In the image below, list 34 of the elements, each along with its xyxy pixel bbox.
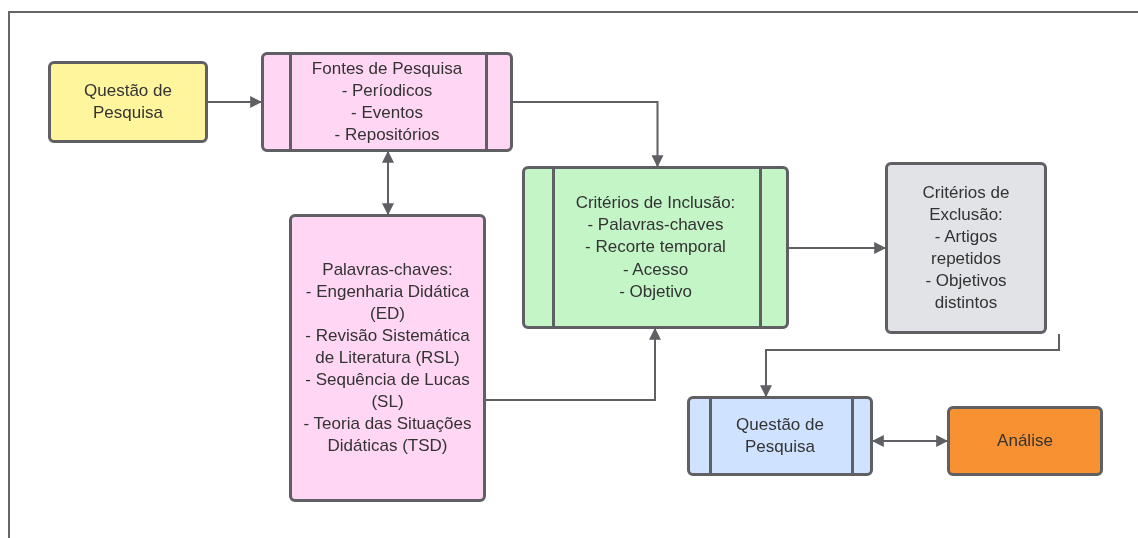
node-text: - Objetivos distintos — [924, 270, 1008, 315]
node-text: - Períodicos — [341, 79, 433, 102]
arrow — [788, 242, 887, 254]
process-box — [48, 61, 208, 143]
subprocess-box — [687, 396, 873, 476]
subprocess-box — [522, 166, 789, 329]
process-box — [885, 162, 1047, 334]
node-text: - Revisão Sistemática de Literatura (RSL) — [304, 324, 471, 369]
process-box — [289, 214, 486, 502]
node-text: - Palavras-chaves — [587, 214, 724, 237]
node-text: Palavras-chaves: — [322, 258, 453, 281]
node-text: - Teoria das Situações Didáticas (TSD) — [302, 413, 473, 458]
arrow — [760, 333, 1060, 398]
process-box — [947, 406, 1103, 476]
node-text: - Engenharia Didática (ED) — [304, 280, 471, 325]
arrow — [485, 327, 661, 401]
arrow — [382, 150, 394, 216]
node-text: - Acesso — [622, 258, 689, 281]
node-text: Critérios de Exclusão: — [921, 181, 1011, 226]
arrow — [871, 435, 949, 447]
node-text: - Objetivo — [619, 280, 692, 303]
node-text: - Eventos — [351, 102, 423, 124]
arrow — [512, 101, 664, 168]
node-text: Questão de Pesquisa — [83, 79, 173, 124]
node-text: Questão de Pesquisa — [735, 413, 825, 458]
node-text: Fontes de Pesquisa — [311, 57, 463, 80]
node-text: Critérios de Inclusão: — [575, 192, 736, 215]
node-text: - Recorte temporal — [585, 236, 726, 259]
subprocess-box — [261, 52, 513, 152]
arrow — [207, 96, 263, 108]
node-text: - Repositórios — [334, 124, 440, 147]
node-text: - Artigos repetidos — [930, 225, 1002, 270]
node-text: - Sequência de Lucas (SL) — [304, 369, 471, 414]
node-text: Análise — [997, 429, 1053, 452]
